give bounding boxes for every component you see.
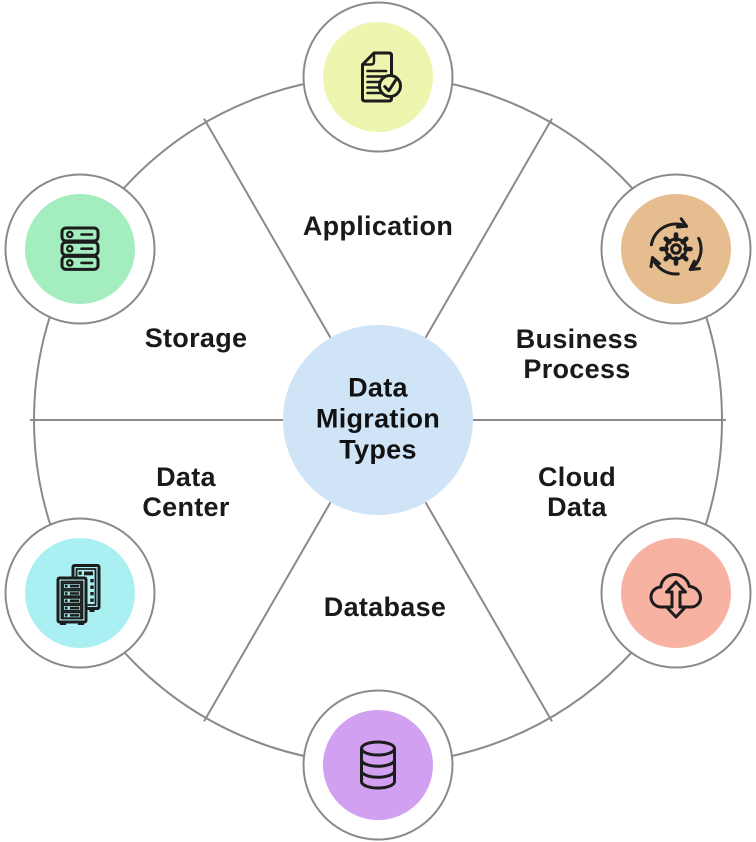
database-icon xyxy=(360,740,396,790)
label-application: Application xyxy=(302,210,454,241)
label-business-process: Business Process xyxy=(515,323,639,384)
data-center-icon xyxy=(56,564,101,625)
node-fill xyxy=(25,194,135,304)
center-label: Data Migration Types xyxy=(315,372,441,465)
node-application xyxy=(302,1,454,153)
label-database: Database xyxy=(323,591,447,622)
node-storage xyxy=(4,173,156,325)
node-database xyxy=(302,689,454,841)
document-check-icon xyxy=(361,51,402,103)
node-business-process xyxy=(600,173,752,325)
gear-cycle-icon xyxy=(649,217,703,276)
cloud-transfer-icon xyxy=(649,573,702,619)
label-data-center: Data Center xyxy=(142,461,230,522)
node-cloud-data xyxy=(600,517,752,669)
divider-lower-right xyxy=(424,501,553,722)
divider-lower-left xyxy=(203,501,332,722)
divider-upper-left xyxy=(203,118,332,339)
node-fill xyxy=(621,194,731,304)
server-stack-icon xyxy=(60,226,100,271)
label-cloud-data: Cloud Data xyxy=(538,461,616,522)
node-data-center xyxy=(4,517,156,669)
divider-upper-right xyxy=(424,118,553,339)
label-storage: Storage xyxy=(144,322,248,353)
center-circle xyxy=(283,325,473,515)
